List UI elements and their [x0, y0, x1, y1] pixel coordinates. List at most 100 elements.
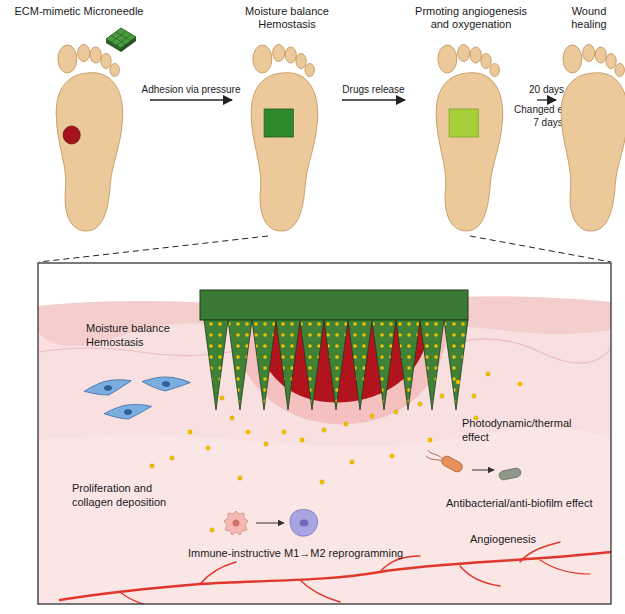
drug-dot — [350, 460, 354, 464]
foot-toe — [305, 64, 314, 77]
microneedle — [228, 320, 252, 410]
microneedle — [348, 320, 372, 410]
fibroblast-cell — [141, 374, 190, 393]
drug-dot — [150, 464, 154, 468]
blood-vessels — [60, 542, 611, 604]
foot-toe — [481, 54, 491, 69]
foot-toe — [296, 54, 306, 69]
cell-nucleus — [300, 520, 309, 527]
drug-dot — [320, 480, 324, 484]
microneedle — [372, 320, 396, 410]
transition-arrow — [472, 470, 494, 471]
foot-toe — [78, 45, 90, 62]
annotation-label: Immune-instructive M1→M2 reprogramming — [188, 547, 468, 561]
foot-toe — [285, 47, 296, 63]
foot-toe — [606, 54, 616, 69]
foot-sole — [436, 73, 503, 231]
bacterium-body — [498, 467, 521, 480]
drug-dot — [518, 382, 522, 386]
stage-label: Wound healing — [556, 5, 622, 31]
annotation-label: Antibacterial/anti-biofilm effect — [446, 497, 601, 511]
drug-dot — [188, 430, 192, 434]
cell-body — [83, 378, 133, 399]
microneedle — [444, 320, 468, 410]
microneedle — [276, 320, 300, 410]
foot-illustration — [240, 43, 326, 233]
drug-dot — [246, 430, 250, 434]
drug-dot — [230, 416, 234, 420]
process-arrow — [537, 99, 556, 100]
drug-dot — [300, 438, 304, 442]
drug-dot — [456, 380, 460, 384]
microneedle — [396, 320, 420, 410]
cell-nucleus — [162, 381, 171, 387]
microneedle — [420, 320, 444, 410]
dead-bacterium — [498, 467, 521, 480]
foot-toe — [253, 45, 272, 73]
drug-dot — [206, 446, 210, 450]
vessel-branch — [540, 560, 590, 574]
drug-dot — [390, 454, 394, 458]
drug-dot — [394, 410, 398, 414]
vessel-branch — [300, 580, 340, 602]
foot-toe — [470, 47, 481, 63]
drug-dot — [220, 396, 224, 400]
zoom-line — [39, 236, 268, 262]
foot-toe — [110, 64, 119, 77]
drug-dot — [238, 476, 242, 480]
drug-dot — [210, 528, 214, 532]
drug-dot — [370, 414, 374, 418]
tissue-illustration — [38, 263, 611, 604]
cell-body — [104, 403, 153, 421]
drug-dot — [322, 428, 326, 432]
cell-nucleus — [124, 409, 132, 415]
edge-label: Drugs release — [342, 84, 404, 96]
zoom-line — [470, 236, 611, 262]
foot-toe — [563, 45, 582, 73]
cell-nucleus — [104, 385, 113, 392]
stage-node: Moisture balance Hemostasis — [232, 5, 342, 233]
drug-dot — [472, 394, 476, 398]
annotation-label: Proliferation and collagen deposition — [72, 482, 184, 510]
foot-toe — [583, 45, 595, 62]
vessel-trunk — [60, 552, 611, 600]
microneedle-chip-icon — [106, 28, 136, 52]
drug-dot — [440, 394, 444, 398]
cell-body — [290, 509, 318, 536]
annotation-label: Photodynamic/thermal effect — [462, 417, 587, 445]
chip-grid — [111, 32, 131, 46]
drug-dot — [170, 456, 174, 460]
foot-toe — [438, 45, 457, 73]
applied-patch — [264, 109, 293, 137]
vessel-branch — [200, 562, 236, 584]
transition-arrow — [256, 523, 284, 524]
fibroblast-cell — [104, 403, 153, 421]
foot-wound — [63, 126, 80, 144]
drug-dot — [486, 372, 490, 376]
drug-dot — [264, 442, 268, 446]
fibroblast-cell — [83, 378, 133, 399]
drug-dot — [344, 422, 348, 426]
process-arrow — [150, 99, 232, 100]
applied-patch — [449, 109, 478, 137]
foot-illustration — [550, 43, 625, 233]
foot-toe — [273, 45, 285, 62]
live-bacterium — [425, 446, 464, 474]
microneedle — [204, 320, 228, 410]
detail-panel-frame — [38, 263, 611, 604]
edge-label: 20 days — [529, 84, 564, 96]
stage-node: ECM-mimetic Microneedle — [8, 5, 150, 233]
m1-macrophage — [224, 511, 248, 535]
microneedle — [300, 320, 324, 410]
foot-toe — [101, 54, 111, 69]
foot-toe — [90, 47, 101, 63]
foot-illustration — [425, 43, 511, 233]
flagella — [425, 450, 443, 464]
stage-node: Prmoting angiogenesis and oxygenation — [405, 5, 537, 233]
foot-toe — [595, 47, 606, 63]
patch-backing — [200, 290, 468, 320]
dermis-layer — [38, 296, 611, 604]
cell-body — [141, 374, 190, 393]
m2-macrophage — [290, 509, 318, 536]
microneedle — [252, 320, 276, 410]
